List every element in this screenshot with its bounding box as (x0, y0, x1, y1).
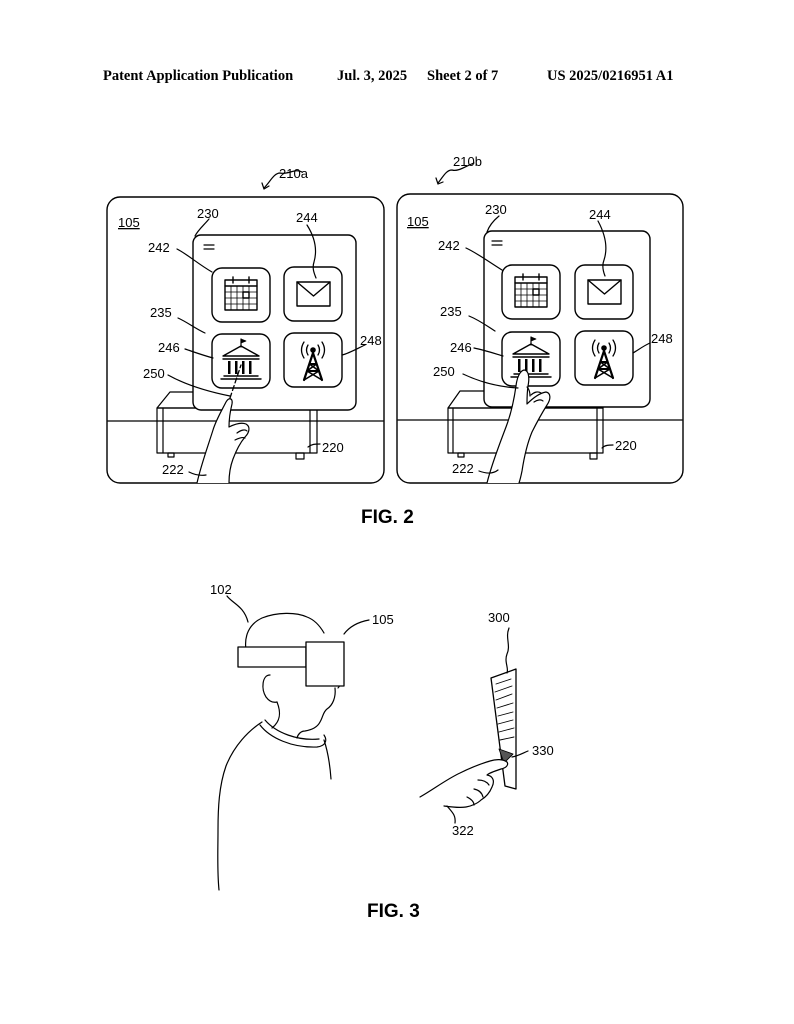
fig3-panel-300 (490, 627, 529, 790)
fig3-labels: 102 105 300 330 322 FIG. 3 (210, 582, 554, 922)
ref-device-a: 105 (118, 215, 140, 230)
ref-bank-a: 246 (158, 340, 180, 355)
device-view-frame (396, 193, 684, 484)
ref-window-a: 230 (197, 206, 219, 221)
ref-210b: 210b (453, 154, 482, 169)
fig3-hand-322 (419, 759, 509, 824)
ref-pane-a: 235 (150, 305, 172, 320)
device-view-frame (106, 196, 385, 484)
fig2-panel-210a (106, 170, 385, 484)
ref-bank-b: 246 (450, 340, 472, 355)
ref-headset: 105 (372, 612, 394, 627)
ref-table-b: 220 (615, 438, 637, 453)
ref-210a: 210a (279, 166, 309, 181)
hand (486, 369, 551, 484)
headset-strap (237, 646, 307, 668)
publication-date: Jul. 3, 2025 (337, 68, 408, 84)
ref-ray-a: 250 (143, 366, 165, 381)
pointing-ray (229, 364, 242, 399)
ref-hand-b: 222 (452, 461, 474, 476)
fig2-panel-210b (396, 162, 684, 484)
headset-visor (305, 641, 345, 687)
ref-calendar-b: 242 (438, 238, 460, 253)
ref-calendar-a: 242 (148, 240, 170, 255)
ref-ray-b: 250 (433, 364, 455, 379)
sheet-number: Sheet 2 of 7 (427, 68, 499, 84)
ref-mail-a: 244 (296, 210, 318, 225)
fig3-caption: FIG. 3 (367, 901, 420, 922)
ref-device-b: 105 (407, 214, 429, 229)
ref-mail-b: 244 (589, 207, 611, 222)
app-window (192, 234, 357, 411)
publication-label: Patent Application Publication (103, 68, 294, 84)
ref-hand: 322 (452, 823, 474, 838)
fig2-labels: 210a 105 230 244 242 235 246 248 250 220… (118, 154, 673, 528)
ref-window-b: 230 (485, 202, 507, 217)
page-header: Patent Application Publication Jul. 3, 2… (0, 68, 794, 90)
hand (419, 759, 509, 809)
ref-control: 330 (532, 743, 554, 758)
ref-hand-a: 222 (162, 462, 184, 477)
ref-user: 102 (210, 582, 232, 597)
control-element (498, 748, 514, 764)
fig2-caption: FIG. 2 (361, 507, 414, 528)
ref-tower-a: 248 (360, 333, 382, 348)
ref-table-a: 220 (322, 440, 344, 455)
ref-pane-b: 235 (440, 304, 462, 319)
hand (196, 398, 250, 484)
publication-number: US 2025/0216951 A1 (547, 68, 674, 84)
ref-tower-b: 248 (651, 331, 673, 346)
fig3-user-with-headset (217, 595, 370, 891)
ref-panel: 300 (488, 610, 510, 625)
